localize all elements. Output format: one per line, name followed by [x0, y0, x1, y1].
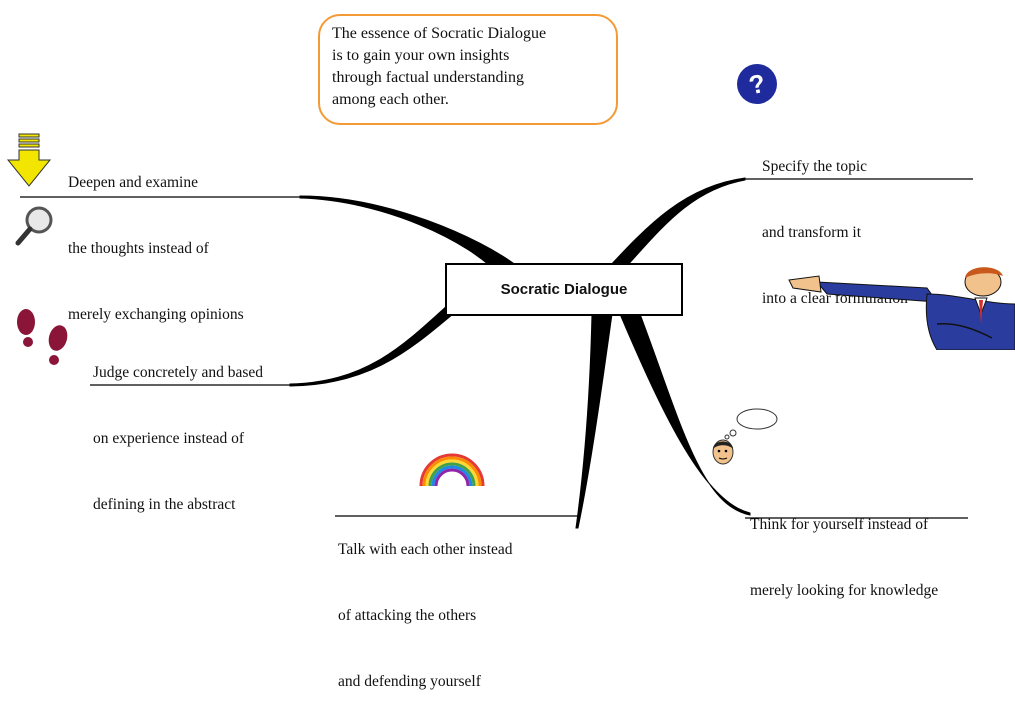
- branch-specify: [606, 177, 746, 269]
- center-node[interactable]: Socratic Dialogue: [445, 263, 683, 316]
- text-line: Specify the topic: [762, 158, 868, 175]
- thinking-head-icon: [712, 408, 778, 465]
- text-line: Think for yourself instead of: [750, 516, 929, 533]
- text-line: merely looking for knowledge: [750, 582, 939, 599]
- branch-think: [619, 313, 751, 516]
- rainbow-icon: [419, 453, 485, 487]
- branch-judge: [289, 283, 471, 387]
- text-line: Judge concretely and based: [93, 364, 264, 381]
- text-line: the thoughts instead of: [68, 240, 209, 257]
- text-line: defining in the abstract: [93, 496, 236, 513]
- magnifier-icon: [15, 206, 53, 246]
- down-arrow-icon: [6, 133, 52, 187]
- callout-line: is to gain your own insights: [332, 47, 510, 64]
- text-line: and transform it: [762, 224, 862, 241]
- branch-text-deepen: Deepen and examine the thoughts instead …: [68, 128, 244, 348]
- text-line: Talk with each other instead: [338, 541, 513, 558]
- center-label: Socratic Dialogue: [500, 281, 628, 298]
- branch-text-think: Think for yourself instead of merely loo…: [750, 470, 938, 624]
- text-line: on experience instead of: [93, 430, 245, 447]
- callout-line: through factual understanding: [332, 69, 524, 86]
- text-line: and defending yourself: [338, 673, 481, 690]
- pointing-man-icon: [788, 267, 1015, 350]
- callout-line: The essence of Socratic Dialogue: [332, 25, 547, 42]
- branch-talk: [575, 313, 613, 529]
- text-line: Deepen and examine: [68, 174, 198, 191]
- text-line: of attacking the others: [338, 607, 477, 624]
- branch-text-judge: Judge concretely and based on experience…: [93, 318, 263, 538]
- essence-callout: The essence of Socratic Dialogue is to g…: [318, 14, 618, 125]
- callout-line: among each other.: [332, 91, 449, 108]
- question-mark-icon: ?: [737, 64, 777, 104]
- footprints-icon: [17, 309, 68, 365]
- branch-text-talk: Talk with each other instead of attackin…: [338, 495, 513, 715]
- text-line: merely exchanging opinions: [68, 306, 244, 323]
- svg-text:?: ?: [746, 68, 768, 101]
